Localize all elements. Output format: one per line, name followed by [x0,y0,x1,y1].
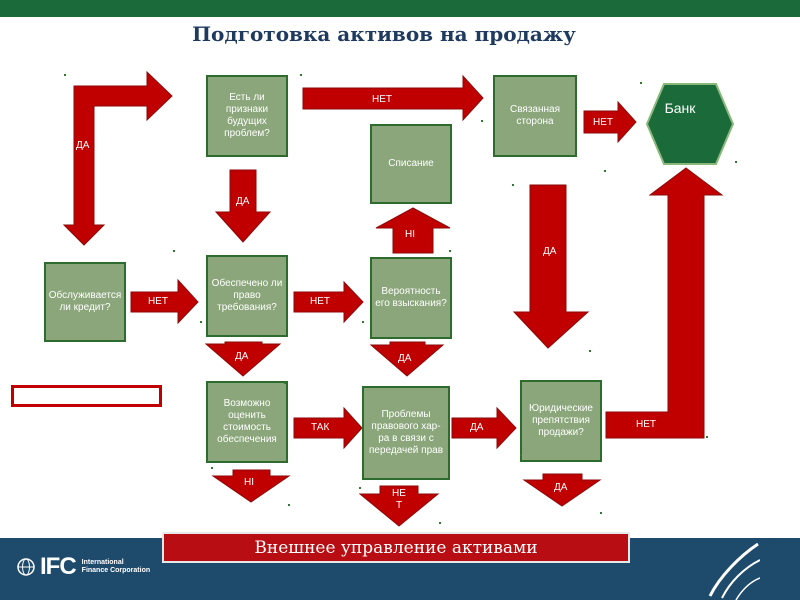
arrow-yes-top-left [62,70,173,246]
org-line: International [81,559,124,566]
bank-label: Банк [664,100,696,116]
arrow-no-loan [130,278,199,325]
label-no-loan: НЕТ [148,296,168,307]
label-yes-legal-problems: ДА [470,422,484,433]
decor-dot [481,120,483,122]
label-yes-obstacles-down: ДА [554,482,568,493]
arrow-no-legal-problems-down [358,485,440,527]
decor-dot [362,321,364,323]
label-no-top: НЕТ [372,94,392,105]
top-bar [0,0,800,17]
arrow-yes-recovery-down [369,341,445,377]
box-collateral-valuation: Возможно оценить стоимость обеспечения [206,381,288,463]
footer-banner: Внешнее управление активами [162,532,630,563]
label-no-secured: НЕТ [310,296,330,307]
box-write-off: Списание [370,124,452,204]
decor-dot [211,467,213,469]
ifc-org-name: International Finance Corporation [82,559,150,575]
label-yes-signs-down: ДА [236,196,250,207]
decor-dot [604,170,606,172]
decor-dot [439,522,441,524]
decor-dot [359,487,361,489]
box-related-party: Связанная сторона [493,75,577,157]
decor-dot [449,250,451,252]
arrow-yes-legal-problems [451,406,517,450]
label-yes-related-down: ДА [543,246,557,257]
decor-dot [640,82,642,84]
org-line: Finance Corporation [81,567,151,574]
arrow-no-top [302,74,484,122]
label-yes-secured-down: ДА [235,351,249,362]
leaf-decoration [708,542,760,600]
decor-dot [173,250,175,252]
decor-dot [520,454,522,456]
label-yes-top-left: ДА [76,140,90,151]
label-no-related: НЕТ [593,117,613,128]
box-signs-future-problems: Есть ли признаки будущих проблем? [206,75,288,157]
decor-dot [735,161,737,163]
decor-dot [300,74,302,76]
arrow-no-obstacles [605,167,724,439]
decor-dot [64,74,66,76]
decor-dot [284,382,286,384]
decor-dot [600,512,602,514]
label-no-legal-problems-down: НЕ Т [392,488,406,511]
decor-dot [512,184,514,186]
arrow-ni-valuation-down [211,469,291,503]
arrow-yes-obstacles-down [522,473,602,507]
arrow-yes-signs-down [214,169,272,243]
decor-dot [288,504,290,506]
arrow-tak-valuation [293,406,363,450]
arrow-no-related [583,100,637,144]
decor-dot [706,436,708,438]
box-legal-problems: Проблемы правового хар-ра в связи с пере… [362,386,450,480]
red-outlined-box [11,385,162,407]
bank-hexagon [645,83,735,165]
box-loan-serviced: Обслуживается ли кредит? [44,262,126,342]
box-claim-secured: Обеспечено ли право требования? [206,255,288,337]
arrow-yes-related-down [512,184,590,349]
globe-icon [17,558,35,576]
ifc-logo-text: IFC [40,553,77,580]
decor-dot [200,321,202,323]
label-ni-write-off: НІ [405,229,415,240]
decor-dot [589,350,591,352]
label-no-obstacles: НЕТ [636,419,656,430]
arrow-no-secured [293,280,364,324]
slide-title: Подготовка активов на продажу [192,22,576,46]
ifc-logo: IFC International Finance Corporation [16,553,150,581]
label-tak-valuation: ТАК [311,422,330,433]
box-recovery-probability: Вероятность его взыскания? [370,257,452,339]
label-yes-recovery-down: ДА [398,353,412,364]
arrow-yes-secured-down [204,341,282,377]
label-ni-valuation-down: НІ [244,477,254,488]
arrow-ni-write-off [375,207,451,254]
box-legal-obstacles: Юридические препятствия продажи? [520,380,602,462]
